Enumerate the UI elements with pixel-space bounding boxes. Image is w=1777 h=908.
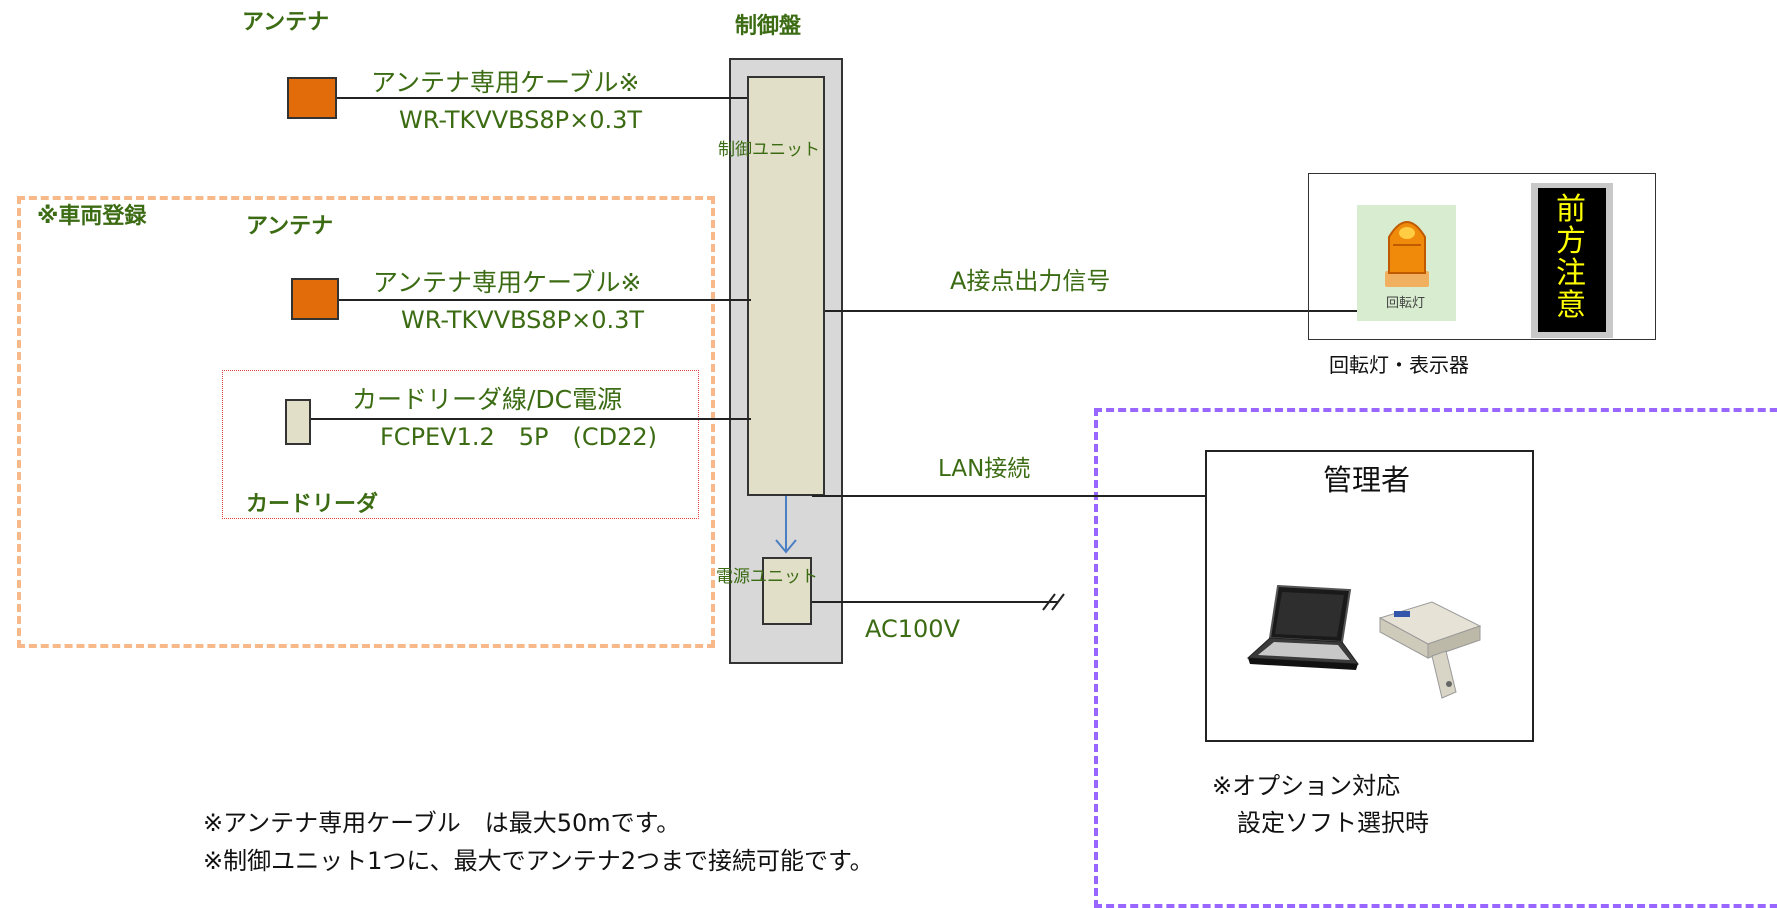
display-char-4: 意 (1556, 288, 1586, 323)
note-cable-length: ※アンテナ専用ケーブル は最大50mです。 (203, 809, 681, 837)
vehicle-registration-label: ※車両登録 (37, 204, 147, 229)
admin-box (1205, 450, 1534, 742)
power-label: AC100V (865, 615, 960, 643)
note-antenna-limit: ※制御ユニット1つに、最大でアンテナ2つまで接続可能です。 (203, 847, 874, 875)
card-reader-label: カードリーダ (246, 492, 379, 517)
display-char-1: 前 (1556, 192, 1586, 227)
card-reader-group (222, 370, 699, 519)
antenna-second-cable-label: アンテナ専用ケーブル※ (373, 268, 642, 297)
display-char-3: 注 (1556, 256, 1586, 291)
vehicle-registration-group (17, 196, 715, 648)
antenna-top-cable-line (337, 97, 747, 99)
down-arrow-icon (775, 496, 797, 554)
card-reader-icon (285, 399, 311, 445)
antenna-second-icon (291, 278, 339, 320)
rotating-lamp: 回転灯 (1357, 205, 1456, 321)
antenna-top-cable-spec: WR-TKVVBS8P×0.3T (399, 106, 643, 134)
card-reader-device-icon (1378, 601, 1482, 699)
output-device-box (1308, 173, 1656, 340)
display-char-2: 方 (1556, 224, 1586, 259)
antenna-top-icon (287, 77, 337, 119)
card-reader-cable-label: カードリーダ線/DC電源 (352, 385, 623, 414)
antenna-top-cable-label: アンテナ専用ケーブル※ (371, 68, 640, 97)
power-unit (762, 557, 812, 625)
antenna-second-label: アンテナ (246, 214, 334, 239)
rotating-lamp-caption: 回転灯 (1386, 296, 1426, 311)
control-unit-label: 制御ユニット (718, 140, 820, 160)
antenna-second-cable-line (339, 299, 751, 301)
control-unit (747, 76, 825, 496)
output-device-label: 回転灯・表示器 (1329, 353, 1469, 377)
antenna-second-cable-spec: WR-TKVVBS8P×0.3T (401, 306, 645, 334)
option-note-line2: 設定ソフト選択時 (1237, 809, 1429, 837)
power-line (812, 601, 1058, 603)
admin-title: 管理者 (1323, 463, 1411, 497)
break-mark-icon (1042, 593, 1065, 611)
front-caution-display: 前 方 注 意 (1531, 183, 1613, 338)
control-panel-title: 制御盤 (735, 14, 802, 39)
antenna-top-label: アンテナ (242, 10, 330, 35)
card-reader-cable-line (311, 418, 751, 420)
lan-line (812, 495, 1206, 497)
rotating-lamp-icon (1385, 221, 1429, 287)
laptop-icon (1246, 584, 1360, 670)
output-signal-line (825, 310, 1357, 312)
output-signal-label: A接点出力信号 (950, 267, 1111, 295)
card-reader-cable-spec: FCPEV1.2 5P (CD22) (380, 423, 658, 451)
option-note-line1: ※オプション対応 (1212, 772, 1401, 800)
lan-label: LAN接続 (938, 456, 1031, 482)
power-unit-label: 電源ユニット (716, 567, 818, 587)
